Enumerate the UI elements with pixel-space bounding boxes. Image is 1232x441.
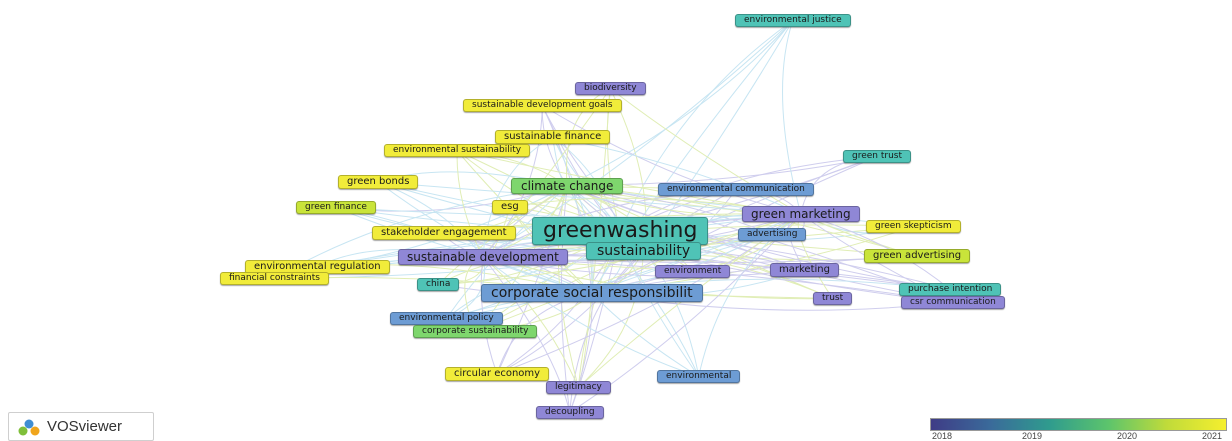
node-corporate-sustainability[interactable]: corporate sustainability [413, 325, 538, 338]
node-corporate-social-responsibilit[interactable]: corporate social responsibilit [481, 284, 703, 302]
node-biodiversity[interactable]: biodiversity [575, 82, 646, 95]
node-purchase-intention[interactable]: purchase intention [899, 283, 1002, 296]
link-curve [482, 20, 794, 258]
legend-tick-2018: 2018 [932, 431, 953, 441]
link-curve [578, 250, 645, 388]
node-circular-economy[interactable]: circular economy [445, 367, 550, 381]
node-environmental-policy[interactable]: environmental policy [390, 312, 503, 325]
link-curve [591, 156, 878, 294]
node-china[interactable]: china [417, 278, 460, 291]
node-stakeholder-engagement[interactable]: stakeholder engagement [372, 226, 516, 240]
node-green-trust[interactable]: green trust [843, 150, 912, 163]
year-color-legend: 2018 2019 2020 2021 [930, 418, 1227, 441]
node-green-marketing[interactable]: green marketing [742, 206, 860, 222]
node-trust[interactable]: trust [813, 292, 853, 305]
link-curve [482, 256, 579, 388]
legend-tick-2020: 2020 [1117, 431, 1138, 441]
node-greenwashing[interactable]: greenwashing [532, 217, 709, 245]
link-curve [482, 256, 699, 377]
node-environment[interactable]: environment [655, 265, 731, 278]
node-green-bonds[interactable]: green bonds [338, 175, 419, 189]
logo-text: VOSviewer [47, 418, 123, 435]
node-legitimacy[interactable]: legitimacy [546, 381, 611, 394]
link-curve [378, 181, 801, 215]
link-curve [566, 20, 794, 187]
legend-tick-2021: 2021 [1202, 431, 1223, 441]
vosviewer-logo-icon [18, 419, 40, 435]
link-curve [591, 292, 699, 377]
node-environmental-communication[interactable]: environmental communication [658, 183, 814, 196]
node-environmental-justice[interactable]: environmental justice [735, 14, 851, 27]
node-csr-communication[interactable]: csr communication [901, 296, 1005, 309]
legend-tick-2019: 2019 [1022, 431, 1043, 441]
node-decoupling[interactable]: decoupling [536, 406, 604, 419]
node-green-finance[interactable]: green finance [296, 201, 376, 214]
link-curve [591, 88, 611, 294]
link-curve [569, 292, 593, 413]
node-environmental-sustainability[interactable]: environmental sustainability [384, 144, 531, 157]
link-curve [609, 88, 802, 215]
node-green-advertising[interactable]: green advertising [864, 249, 971, 263]
link-curve [496, 250, 644, 375]
node-climate-change[interactable]: climate change [511, 178, 624, 194]
link-curve [542, 105, 801, 215]
node-green-skepticism[interactable]: green skepticism [866, 220, 961, 233]
legend-color-bar [930, 418, 1227, 431]
node-sustainable-finance[interactable]: sustainable finance [495, 130, 611, 144]
node-environmental[interactable]: environmental [657, 370, 741, 383]
node-financial-constraints[interactable]: financial constraints [220, 272, 329, 285]
node-sustainability[interactable]: sustainability [586, 242, 702, 260]
node-advertising[interactable]: advertising [738, 228, 807, 241]
node-marketing[interactable]: marketing [770, 263, 839, 277]
link-curve [482, 256, 571, 413]
link-curve [552, 136, 802, 215]
node-esg[interactable]: esg [492, 200, 528, 214]
node-sustainable-development-goals[interactable]: sustainable development goals [463, 99, 622, 112]
link-curve [475, 213, 801, 332]
link-curve [456, 150, 484, 258]
node-sustainable-development[interactable]: sustainable development [398, 249, 568, 265]
vosviewer-logo: VOSviewer [8, 412, 154, 441]
